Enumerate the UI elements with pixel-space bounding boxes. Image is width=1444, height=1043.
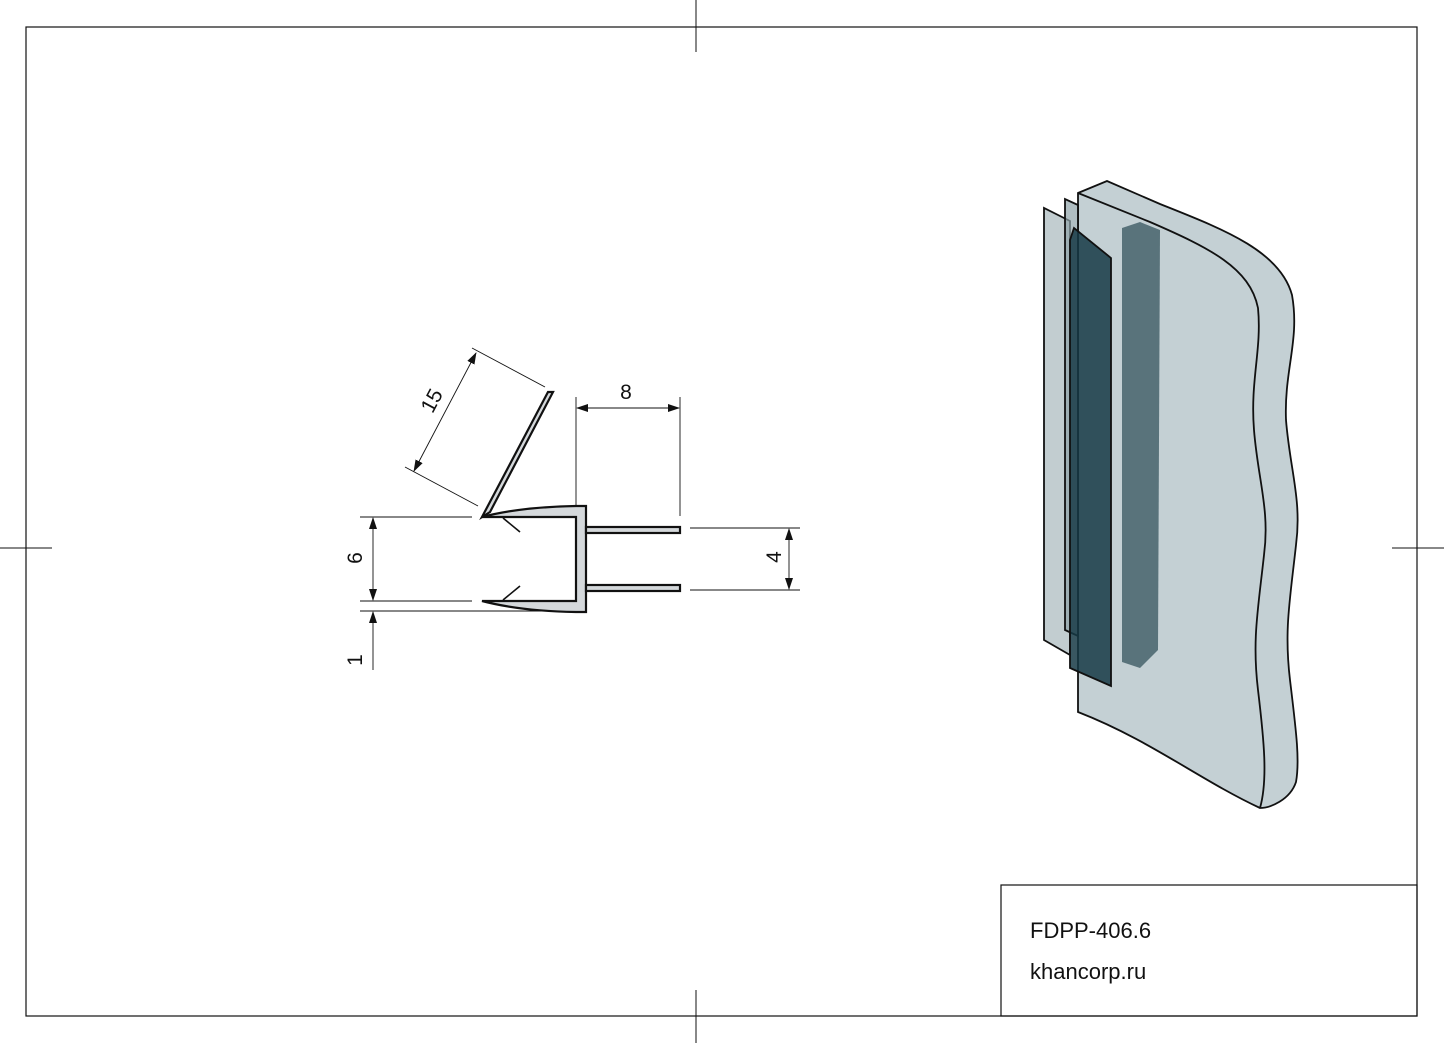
top-fin bbox=[584, 525, 682, 535]
isometric-view bbox=[1043, 180, 1299, 809]
seal-rear-strip bbox=[1122, 222, 1160, 668]
dimension-lines bbox=[360, 347, 800, 670]
dim-fin-spacing: 4 bbox=[763, 551, 786, 563]
top-barb bbox=[502, 517, 521, 533]
part-number: FDPP-406.6 bbox=[1030, 918, 1152, 943]
seal-flap bbox=[479, 390, 555, 521]
drawing-frame bbox=[25, 26, 1418, 1017]
dim-channel-height: 6 bbox=[344, 552, 367, 564]
title-block bbox=[1000, 884, 1418, 1017]
dim-flap-length: 15 bbox=[417, 385, 448, 416]
u-channel bbox=[481, 504, 588, 614]
seal-dark-panel bbox=[1069, 226, 1112, 688]
dim-wall-thickness: 1 bbox=[344, 654, 367, 666]
dim-fin-length: 8 bbox=[620, 381, 632, 404]
website: khancorp.ru bbox=[1030, 959, 1147, 984]
glass-edge bbox=[1077, 192, 1267, 809]
profile-cross-section bbox=[479, 390, 682, 614]
bottom-barb bbox=[502, 585, 521, 601]
bottom-fin bbox=[584, 583, 682, 593]
